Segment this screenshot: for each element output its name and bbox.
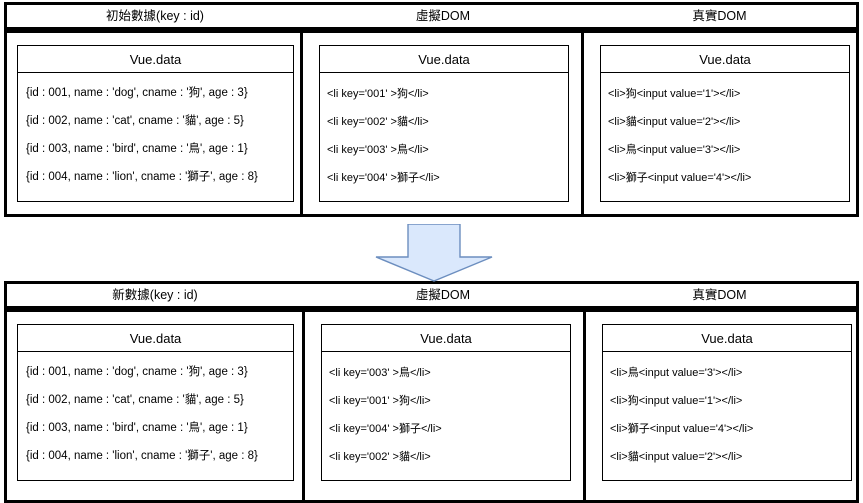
card-rows: <li>狗<input value='1'></li> <li>貓<input … [601, 73, 849, 198]
card-rows: <li>鳥<input value='3'></li> <li>狗<input … [603, 352, 851, 477]
header-label: 初始數據(key : id) [106, 8, 204, 23]
table-row: <li key='002' >貓</li> [327, 115, 429, 128]
table-row: <li>貓<input value='2'></li> [608, 115, 741, 128]
panel-updated: 新數據(key : id) 虛擬DOM 真實DOM Vue.data {id :… [4, 281, 859, 503]
panel-updated-body: Vue.data {id : 001, name : 'dog', cname … [4, 309, 859, 503]
card-rows: <li key='003' >鳥</li> <li key='001' >狗</… [322, 352, 570, 477]
table-row: <li key='002' >貓</li> [329, 450, 431, 463]
table-row: <li>鳥<input value='3'></li> [610, 366, 743, 379]
table-row: <li key='001' >狗</li> [329, 394, 431, 407]
card-rows: {id : 001, name : 'dog', cname : '狗', ag… [18, 352, 293, 477]
panel-initial-body: Vue.data {id : 001, name : 'dog', cname … [4, 30, 859, 217]
down-arrow-svg [375, 223, 493, 282]
card-title: Vue.data [18, 325, 293, 352]
card-title: Vue.data [322, 325, 570, 352]
table-row: <li key='003' >鳥</li> [329, 366, 431, 379]
header-updated-virtual-dom: 虛擬DOM [303, 284, 583, 306]
table-row: {id : 001, name : 'dog', cname : '狗', ag… [26, 366, 248, 379]
table-row: <li key='003' >鳥</li> [327, 143, 429, 156]
table-row: {id : 002, name : 'cat', cname : '貓', ag… [26, 394, 244, 407]
panel-initial: 初始數據(key : id) 虛擬DOM 真實DOM Vue.data {id … [4, 2, 859, 217]
header-initial-real-dom: 真實DOM [583, 5, 856, 27]
down-arrow-icon [375, 223, 493, 282]
card-updated-real-dom: Vue.data <li>鳥<input value='3'></li> <li… [602, 324, 852, 481]
table-row: <li key='001' >狗</li> [327, 87, 429, 100]
header-label: 真實DOM [692, 8, 747, 23]
header-initial-data: 初始數據(key : id) [7, 5, 303, 27]
table-row: {id : 002, name : 'cat', cname : '貓', ag… [26, 115, 244, 128]
card-updated-virtual-dom: Vue.data <li key='003' >鳥</li> <li key='… [321, 324, 571, 481]
header-label: 新數據(key : id) [112, 287, 198, 302]
card-rows: {id : 001, name : 'dog', cname : '狗', ag… [18, 73, 293, 198]
header-initial-virtual-dom: 虛擬DOM [303, 5, 583, 27]
header-label: 真實DOM [692, 287, 747, 302]
table-row: {id : 004, name : 'lion', cname : '獅子', … [26, 171, 258, 184]
panel-updated-header: 新數據(key : id) 虛擬DOM 真實DOM [4, 281, 859, 309]
header-label: 虛擬DOM [415, 8, 471, 23]
card-title: Vue.data [320, 46, 568, 73]
column-divider [302, 312, 305, 500]
card-initial-data: Vue.data {id : 001, name : 'dog', cname … [17, 45, 294, 202]
card-initial-real-dom: Vue.data <li>狗<input value='1'></li> <li… [600, 45, 850, 202]
card-updated-data: Vue.data {id : 001, name : 'dog', cname … [17, 324, 294, 481]
table-row: <li>獅子<input value='4'></li> [608, 171, 752, 184]
header-updated-data: 新數據(key : id) [7, 284, 303, 306]
table-row: {id : 001, name : 'dog', cname : '狗', ag… [26, 87, 248, 100]
card-initial-virtual-dom: Vue.data <li key='001' >狗</li> <li key='… [319, 45, 569, 202]
table-row: <li>鳥<input value='3'></li> [608, 143, 741, 156]
table-row: <li>獅子<input value='4'></li> [610, 422, 754, 435]
column-divider [583, 312, 586, 500]
table-row: {id : 003, name : 'bird', cname : '鳥', a… [26, 143, 248, 156]
header-label: 虛擬DOM [415, 287, 471, 302]
column-divider [300, 33, 303, 214]
panel-initial-header: 初始數據(key : id) 虛擬DOM 真實DOM [4, 2, 859, 30]
table-row: {id : 003, name : 'bird', cname : '鳥', a… [26, 422, 248, 435]
table-row: <li key='004' >獅子</li> [329, 422, 442, 435]
header-updated-real-dom: 真實DOM [583, 284, 856, 306]
table-row: <li key='004' >獅子</li> [327, 171, 440, 184]
column-divider [581, 33, 584, 214]
table-row: {id : 004, name : 'lion', cname : '獅子', … [26, 450, 258, 463]
card-rows: <li key='001' >狗</li> <li key='002' >貓</… [320, 73, 568, 198]
table-row: <li>貓<input value='2'></li> [610, 450, 743, 463]
table-row: <li>狗<input value='1'></li> [610, 394, 743, 407]
card-title: Vue.data [18, 46, 293, 73]
table-row: <li>狗<input value='1'></li> [608, 87, 741, 100]
card-title: Vue.data [603, 325, 851, 352]
card-title: Vue.data [601, 46, 849, 73]
